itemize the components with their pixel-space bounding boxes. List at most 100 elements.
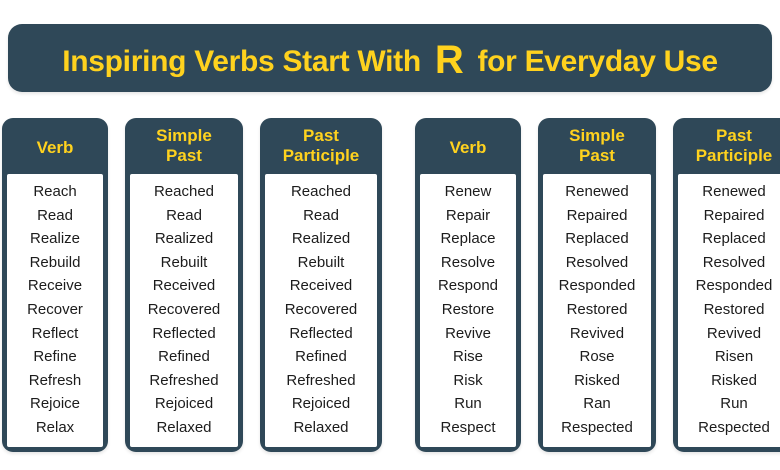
list-item: Resolved: [702, 253, 766, 271]
banner-title-part1: Inspiring Verbs Start With: [62, 44, 421, 78]
list-item: Rise: [452, 348, 483, 366]
list-item: Read: [166, 206, 202, 224]
column-card-past-participle-left: Past Participle Reached Read Realized Re…: [260, 118, 382, 452]
list-item: Reach: [33, 183, 77, 200]
list-item: Revived: [569, 324, 625, 342]
list-item: Restored: [703, 300, 765, 318]
list-item: Realize: [29, 230, 81, 248]
column-header-line: Past: [166, 146, 202, 165]
column-header-line: Simple: [156, 126, 212, 145]
column-card-simple-past-right: Simple Past Renewed Repaired Replaced Re…: [538, 118, 656, 452]
list-item: Responded: [695, 277, 773, 295]
list-item: Run: [720, 395, 748, 413]
column-card-verb-left: Verb Reach Read Realize Rebuild Receive …: [2, 118, 108, 452]
list-item: Respected: [698, 418, 770, 436]
column-body-simple-past-right: Renewed Repaired Replaced Resolved Respo…: [543, 174, 651, 447]
list-item: Repaired: [703, 206, 765, 224]
column-header-line: Participle: [695, 146, 773, 165]
list-item: Recover: [27, 300, 83, 318]
list-item: Ran: [583, 395, 611, 413]
list-item: Rejoiced: [291, 395, 351, 413]
column-header-line: Simple: [569, 126, 625, 145]
table-right: Verb Renew Repair Replace Resolve Respon…: [415, 118, 780, 452]
list-item: Replaced: [565, 230, 629, 248]
list-item: Risked: [711, 371, 757, 389]
column-body-simple-past-left: Reached Read Realized Rebuilt Received R…: [130, 174, 238, 447]
list-item: Respond: [437, 277, 499, 295]
list-item: Reached: [290, 183, 352, 200]
banner-text: Inspiring Verbs Start With R for Everyda…: [62, 37, 718, 82]
list-item: Relaxed: [293, 418, 349, 436]
list-item: Read: [303, 206, 339, 224]
list-item: Reflected: [289, 324, 353, 342]
list-item: Replaced: [702, 230, 766, 248]
list-item: Recovered: [284, 300, 358, 318]
list-item: Restore: [441, 300, 495, 318]
list-item: Refresh: [28, 371, 82, 389]
column-header-simple-past-left: Simple Past: [125, 118, 243, 174]
column-card-verb-right: Verb Renew Repair Replace Resolve Respon…: [415, 118, 521, 452]
column-body-verb-left: Reach Read Realize Rebuild Receive Recov…: [7, 174, 103, 447]
list-item: Received: [289, 277, 353, 295]
list-item: Rejoice: [29, 395, 81, 413]
column-header-line: Participle: [282, 146, 360, 165]
column-header-line: Past: [303, 126, 339, 145]
column-body-past-participle-left: Reached Read Realized Rebuilt Received R…: [265, 174, 377, 447]
list-item: Refreshed: [286, 371, 356, 389]
list-item: Renewed: [702, 183, 766, 200]
list-item: Read: [37, 206, 73, 224]
list-item: Rejoiced: [154, 395, 214, 413]
list-item: Risk: [453, 371, 483, 389]
column-card-simple-past-left: Simple Past Reached Read Realized Rebuil…: [125, 118, 243, 452]
column-body-past-participle-right: Renewed Repaired Replaced Resolved Respo…: [678, 174, 780, 447]
list-item: Risked: [574, 371, 620, 389]
column-header-line: Verb: [36, 138, 74, 157]
list-item: Replace: [440, 230, 496, 248]
column-header-line: Past: [716, 126, 752, 145]
tables-container: Verb Reach Read Realize Rebuild Receive …: [0, 118, 780, 452]
column-header-line: Past: [579, 146, 615, 165]
list-item: Rose: [579, 348, 615, 366]
column-header-line: Verb: [449, 138, 487, 157]
list-item: Responded: [558, 277, 636, 295]
list-item: Run: [454, 395, 482, 413]
list-item: Reflect: [31, 324, 79, 342]
list-item: Reached: [153, 183, 215, 200]
column-card-past-participle-right: Past Participle Renewed Repaired Replace…: [673, 118, 780, 452]
column-header-past-participle-left: Past Participle: [260, 118, 382, 174]
list-item: Realized: [154, 230, 214, 248]
list-item: Received: [152, 277, 216, 295]
column-body-verb-right: Renew Repair Replace Resolve Respond Res…: [420, 174, 516, 447]
table-left: Verb Reach Read Realize Rebuild Receive …: [2, 118, 382, 452]
list-item: Refined: [158, 348, 210, 366]
list-item: Resolved: [565, 253, 629, 271]
list-item: Revive: [445, 324, 491, 342]
list-item: Risen: [714, 348, 754, 366]
list-item: Renewed: [565, 183, 629, 200]
list-item: Respect: [440, 418, 496, 436]
list-item: Refine: [33, 348, 77, 366]
list-item: Relaxed: [156, 418, 212, 436]
banner-highlight-letter: R: [434, 37, 464, 82]
list-item: Repaired: [566, 206, 628, 224]
title-banner: Inspiring Verbs Start With R for Everyda…: [8, 24, 772, 92]
banner-title-part2: for Everyday Use: [477, 44, 718, 78]
list-item: Receive: [27, 277, 83, 295]
list-item: Repair: [445, 206, 491, 224]
list-item: Restored: [566, 300, 628, 318]
list-item: Rebuilt: [160, 253, 208, 271]
column-header-verb-left: Verb: [2, 118, 108, 174]
list-item: Recovered: [147, 300, 221, 318]
list-item: Rebuild: [29, 253, 81, 271]
list-item: Respected: [561, 418, 633, 436]
list-item: Reflected: [152, 324, 216, 342]
list-item: Renew: [444, 183, 492, 200]
column-header-verb-right: Verb: [415, 118, 521, 174]
list-item: Refined: [295, 348, 347, 366]
column-header-simple-past-right: Simple Past: [538, 118, 656, 174]
list-item: Rebuilt: [297, 253, 345, 271]
list-item: Realized: [291, 230, 351, 248]
list-item: Resolve: [440, 253, 496, 271]
list-item: Refreshed: [149, 371, 219, 389]
